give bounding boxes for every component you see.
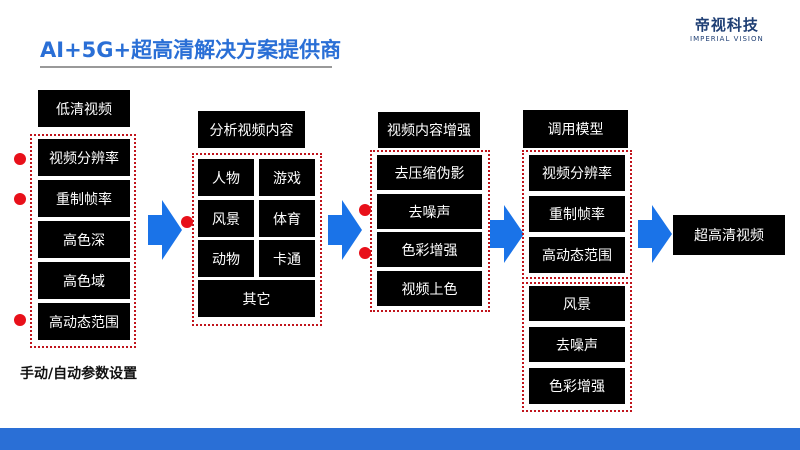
marker-dot bbox=[14, 193, 26, 205]
stage1-item: 视频分辨率 bbox=[38, 139, 130, 176]
stage4-label: 调用模型 bbox=[523, 110, 628, 148]
logo-en: IMPERIAL VISION bbox=[690, 35, 764, 43]
marker-dot bbox=[14, 314, 26, 326]
arrow-right-icon bbox=[638, 205, 672, 263]
stage4-group bbox=[522, 150, 632, 279]
stage4-item: 高动态范围 bbox=[529, 237, 625, 273]
stage2-item: 动物 bbox=[198, 240, 254, 277]
stage2-item: 游戏 bbox=[259, 159, 315, 196]
stage3-label: 视频内容增强 bbox=[378, 112, 480, 148]
stage4-item: 去噪声 bbox=[529, 327, 625, 362]
stage2-item: 风景 bbox=[198, 200, 254, 237]
stage2-item: 卡通 bbox=[259, 240, 315, 277]
stage3-item: 视频上色 bbox=[377, 271, 482, 306]
stage3-group bbox=[370, 150, 490, 312]
stage2-group bbox=[192, 153, 322, 326]
stage4-item: 重制帧率 bbox=[529, 196, 625, 232]
stage4-group2 bbox=[522, 282, 632, 412]
stage2-label: 分析视频内容 bbox=[198, 111, 305, 148]
stage1-item: 高动态范围 bbox=[38, 303, 130, 340]
marker-dot bbox=[359, 204, 371, 216]
company-logo: 帝视科技 IMPERIAL VISION bbox=[690, 14, 764, 43]
title-divider bbox=[40, 66, 332, 68]
logo-cn: 帝视科技 bbox=[694, 16, 759, 34]
marker-dot bbox=[14, 153, 26, 165]
settings-note: 手动/自动参数设置 bbox=[20, 366, 138, 382]
stage1-item: 重制帧率 bbox=[38, 180, 130, 217]
stage3-item: 去噪声 bbox=[377, 194, 482, 229]
arrow-right-icon bbox=[148, 200, 182, 260]
stage4-item: 视频分辨率 bbox=[529, 155, 625, 191]
stage3-item: 去压缩伪影 bbox=[377, 155, 482, 190]
footer-bar bbox=[0, 428, 800, 450]
stage1-item: 高色域 bbox=[38, 262, 130, 299]
arrow-right-icon bbox=[328, 200, 362, 260]
stage2-item: 人物 bbox=[198, 159, 254, 196]
output-label: 超高清视频 bbox=[673, 215, 785, 255]
stage1-group bbox=[30, 134, 136, 348]
marker-dot bbox=[181, 216, 193, 228]
stage4-item: 风景 bbox=[529, 286, 625, 321]
stage1-item: 高色深 bbox=[38, 221, 130, 258]
arrow-right-icon bbox=[490, 205, 524, 263]
page-title: AI+5G+超高清解决方案提供商 bbox=[40, 38, 342, 62]
stage3-item: 色彩增强 bbox=[377, 232, 482, 267]
marker-dot bbox=[359, 247, 371, 259]
stage2-item: 其它 bbox=[198, 280, 315, 317]
stage4-item: 色彩增强 bbox=[529, 368, 625, 404]
stage1-label: 低清视频 bbox=[38, 90, 130, 127]
stage2-item: 体育 bbox=[259, 200, 315, 237]
